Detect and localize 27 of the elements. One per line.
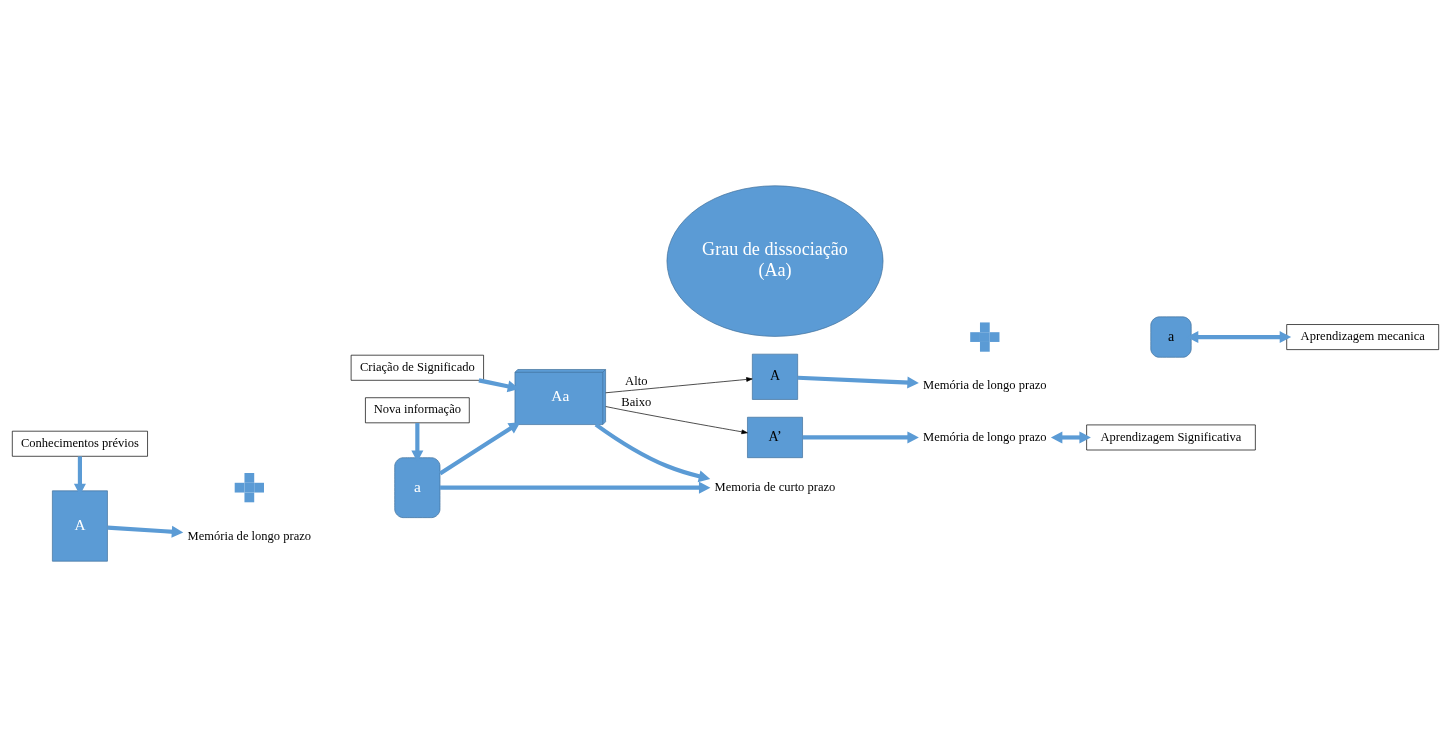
node-box: A’: [747, 416, 803, 459]
node-box: a: [394, 457, 441, 518]
edge-label: Baixo: [621, 394, 652, 409]
node-text: Memória de longo prazo: [187, 528, 312, 543]
arrow: [439, 422, 521, 476]
node-box: A: [752, 353, 798, 400]
arrow: [797, 375, 919, 389]
arrow: [1050, 431, 1091, 444]
node-text: Memória de longo prazo: [923, 377, 1047, 392]
edge-label: Alto: [625, 374, 648, 389]
node-box: Criação de Significado: [350, 354, 484, 381]
arrow: [605, 406, 748, 435]
arrow: [440, 481, 711, 494]
arrow: [594, 422, 711, 483]
node-text: Memória de longo prazo: [923, 429, 1047, 444]
node-ellipse: Grau de dissociação (Aa): [666, 185, 884, 337]
node-box: Aprendizagem mecanica: [1286, 324, 1440, 350]
node-box: A: [52, 490, 108, 562]
node-box: Aprendizagem Significativa: [1086, 424, 1256, 451]
node-box: a: [1150, 316, 1192, 358]
arrow: [107, 525, 184, 538]
node-box: Conhecimentos prévios: [11, 430, 148, 457]
node-text: Memoria de curto prazo: [714, 479, 836, 494]
node-box: Nova informação: [365, 397, 470, 424]
arrow: [411, 423, 424, 462]
arrow: [802, 431, 919, 444]
arrow: [605, 377, 753, 394]
